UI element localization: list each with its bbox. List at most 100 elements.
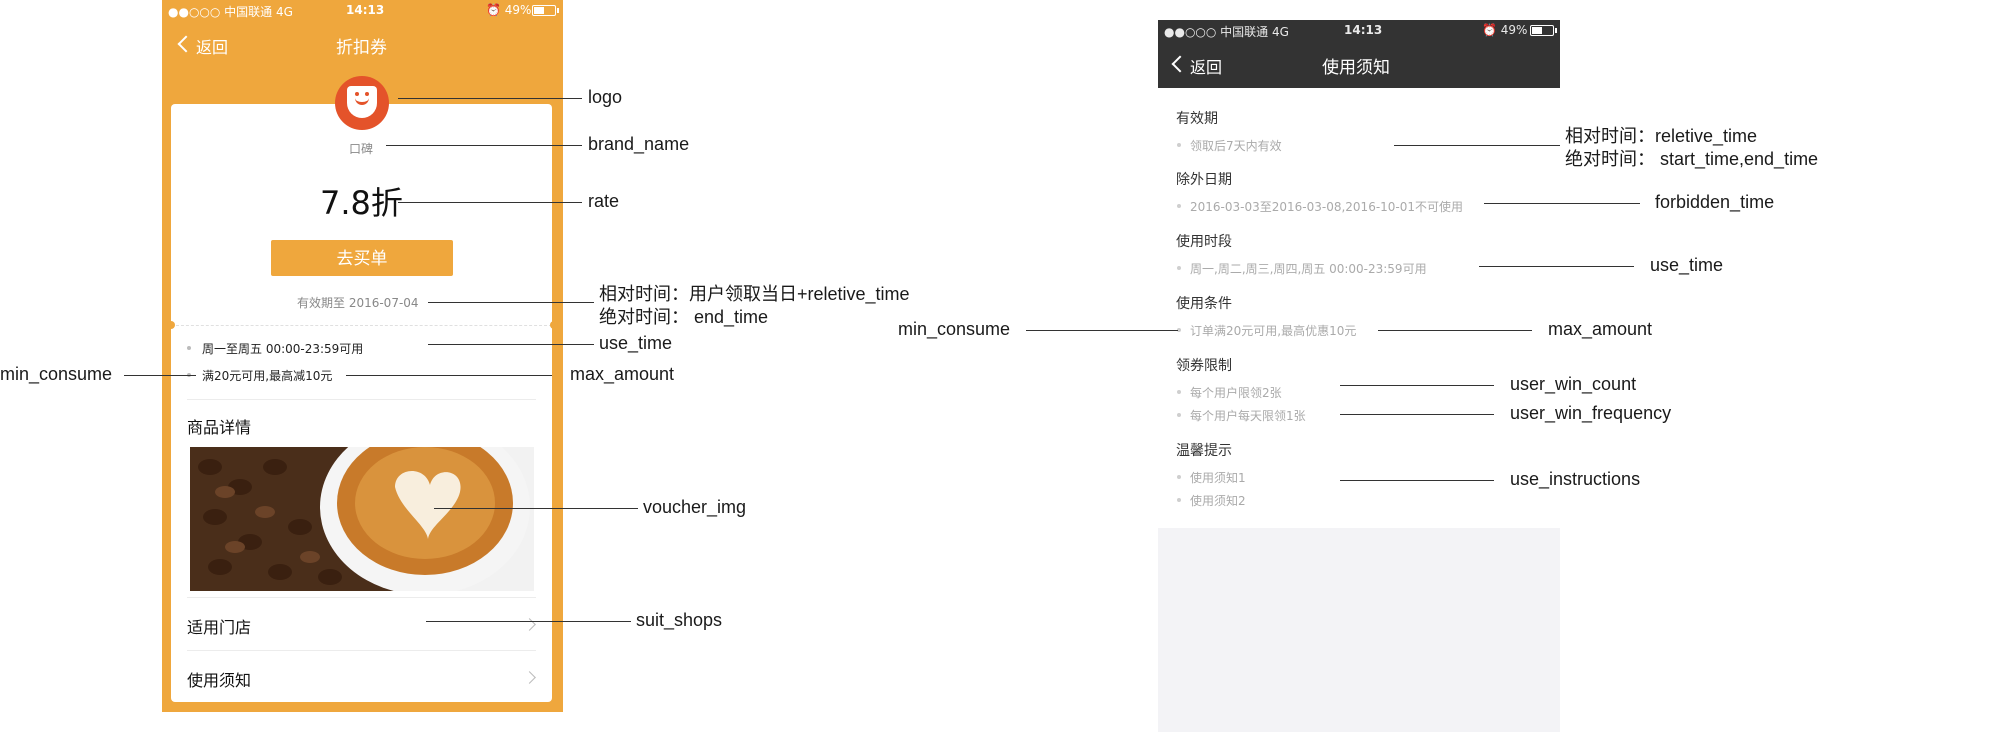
item-use-condition: 订单满20元可用,最高优惠10元 [1190, 324, 1357, 338]
back-label: 返回 [196, 38, 229, 57]
item-bullet [1177, 266, 1181, 270]
status-time: 14:13 [1344, 23, 1383, 37]
annotation-suit-shops: suit_shops [636, 610, 723, 630]
leader-line [434, 508, 638, 509]
row-suit-shops-label: 适用门店 [187, 618, 252, 637]
annotation-logo: logo [588, 87, 623, 107]
leader-line [428, 302, 594, 303]
details-title: 商品详情 [187, 418, 252, 437]
rule-bullet [187, 346, 191, 350]
buy-button[interactable]: 去买单 [271, 240, 453, 276]
leader-line [124, 375, 196, 376]
chevron-left-icon [1171, 55, 1189, 73]
item-bullet [1177, 413, 1181, 417]
card-notch-left [167, 321, 175, 329]
coupon-screen: ●●○○○ 中国联通 4G 14:13 ⏰ 49% 返回 折扣券 口碑 7.8折… [162, 0, 563, 712]
annotation-brand-name: brand_name [588, 134, 690, 154]
row-suit-shops[interactable]: 适用门店 [171, 598, 552, 650]
leader-line [1484, 203, 1640, 204]
leader-line [428, 344, 594, 345]
leader-line [426, 621, 631, 622]
annotation-r-use-time: use_time [1650, 255, 1724, 275]
page-title: 折扣券 [336, 38, 387, 58]
annotation-rate: rate [588, 191, 620, 211]
section-use-condition: 使用条件 [1176, 296, 1232, 312]
leader-line [1378, 330, 1532, 331]
status-carrier: ●●○○○ 中国联通 4G [1164, 25, 1289, 39]
annotation-min-consume: min_consume [0, 364, 113, 384]
annotation-use-instructions: use_instructions [1510, 469, 1641, 489]
section-claim-limit: 领券限制 [1176, 358, 1232, 374]
item-valid-period: 领取后7天内有效 [1190, 139, 1282, 153]
annotation-r-time-relative: 相对时间：reletive_time [1565, 126, 1758, 146]
item-bullet [1177, 328, 1181, 332]
divider [187, 399, 536, 400]
status-carrier: ●●○○○ 中国联通 4G [168, 5, 293, 19]
item-claim-limit-frequency: 每个用户每天限领1张 [1190, 409, 1306, 423]
back-button[interactable]: 返回 [176, 32, 246, 58]
row-usage-notes[interactable]: 使用须知 [171, 651, 552, 703]
battery-icon [532, 5, 559, 16]
leader-line [1026, 330, 1178, 331]
chevron-right-icon [523, 671, 536, 684]
section-use-time: 使用时段 [1176, 234, 1232, 250]
annotation-user-win-frequency: user_win_frequency [1510, 403, 1672, 423]
leader-line [1479, 266, 1634, 267]
annotation-r-max-amount: max_amount [1548, 319, 1653, 339]
rule-use-time: 周一至周五 00:00-23:59可用 [202, 342, 364, 356]
chevron-left-icon [177, 35, 195, 53]
card-notch-right [550, 321, 558, 329]
empty-background [1158, 528, 1560, 732]
status-battery-text: ⏰ 49% [486, 3, 532, 17]
leader-line [398, 98, 582, 99]
annotation-use-time: use_time [599, 333, 673, 353]
leader-line [386, 145, 582, 146]
annotation-max-amount: max_amount [570, 364, 675, 384]
page-title: 使用须知 [1322, 58, 1390, 78]
discount-rate: 7.8折 [320, 184, 403, 222]
voucher-image [190, 447, 534, 591]
item-excluded-dates: 2016-03-03至2016-03-08,2016-10-01不可使用 [1190, 200, 1464, 214]
nav-header: ●●○○○ 中国联通 4G 14:13 ⏰ 49% 返回 使用须知 [1158, 20, 1560, 88]
annotation-forbidden-time: forbidden_time [1655, 192, 1775, 212]
leader-line [1340, 385, 1494, 386]
battery-icon [1530, 25, 1557, 36]
annotation-time-absolute: 绝对时间： end_time [599, 307, 769, 327]
divider [187, 597, 536, 598]
item-tip-1: 使用须知1 [1190, 471, 1246, 485]
item-use-time: 周一,周二,周三,周四,周五 00:00-23:59可用 [1190, 262, 1427, 276]
item-tip-2: 使用须知2 [1190, 494, 1246, 508]
leader-line [346, 375, 552, 376]
leader-line [1340, 414, 1494, 415]
leader-line [1394, 145, 1560, 146]
item-bullet [1177, 498, 1181, 502]
rule-consume: 满20元可用,最高减10元 [202, 369, 333, 383]
section-excluded-dates: 除外日期 [1176, 172, 1232, 188]
dashed-divider [171, 325, 552, 326]
back-button[interactable]: 返回 [1170, 52, 1240, 78]
item-bullet [1177, 390, 1181, 394]
divider [187, 650, 536, 651]
status-battery-text: ⏰ 49% [1482, 23, 1528, 37]
valid-until: 有效期至 2016-07-04 [297, 296, 419, 310]
brand-name: 口碑 [349, 142, 374, 156]
usage-notes-screen: ●●○○○ 中国联通 4G 14:13 ⏰ 49% 返回 使用须知 有效期 领取… [1158, 20, 1560, 732]
item-bullet [1177, 143, 1181, 147]
annotation-voucher-img: voucher_img [643, 497, 747, 517]
coupon-card: 口碑 7.8折 去买单 有效期至 2016-07-04 周一至周五 00:00-… [171, 104, 552, 702]
annotation-user-win-count: user_win_count [1510, 374, 1637, 394]
back-label: 返回 [1190, 58, 1223, 77]
section-tips: 温馨提示 [1176, 443, 1232, 459]
annotation-r-min-consume: min_consume [898, 319, 1011, 339]
annotation-time-relative: 相对时间：用户领取当日+reletive_time [599, 284, 910, 304]
annotation-r-time-absolute: 绝对时间： start_time,end_time [1565, 149, 1819, 169]
status-time: 14:13 [346, 3, 385, 17]
brand-logo-icon [335, 76, 389, 130]
row-usage-notes-label: 使用须知 [187, 671, 252, 690]
leader-line [398, 202, 582, 203]
leader-line [1340, 480, 1494, 481]
item-bullet [1177, 475, 1181, 479]
section-valid-period: 有效期 [1176, 111, 1218, 127]
item-bullet [1177, 204, 1181, 208]
item-claim-limit-count: 每个用户限领2张 [1190, 386, 1282, 400]
